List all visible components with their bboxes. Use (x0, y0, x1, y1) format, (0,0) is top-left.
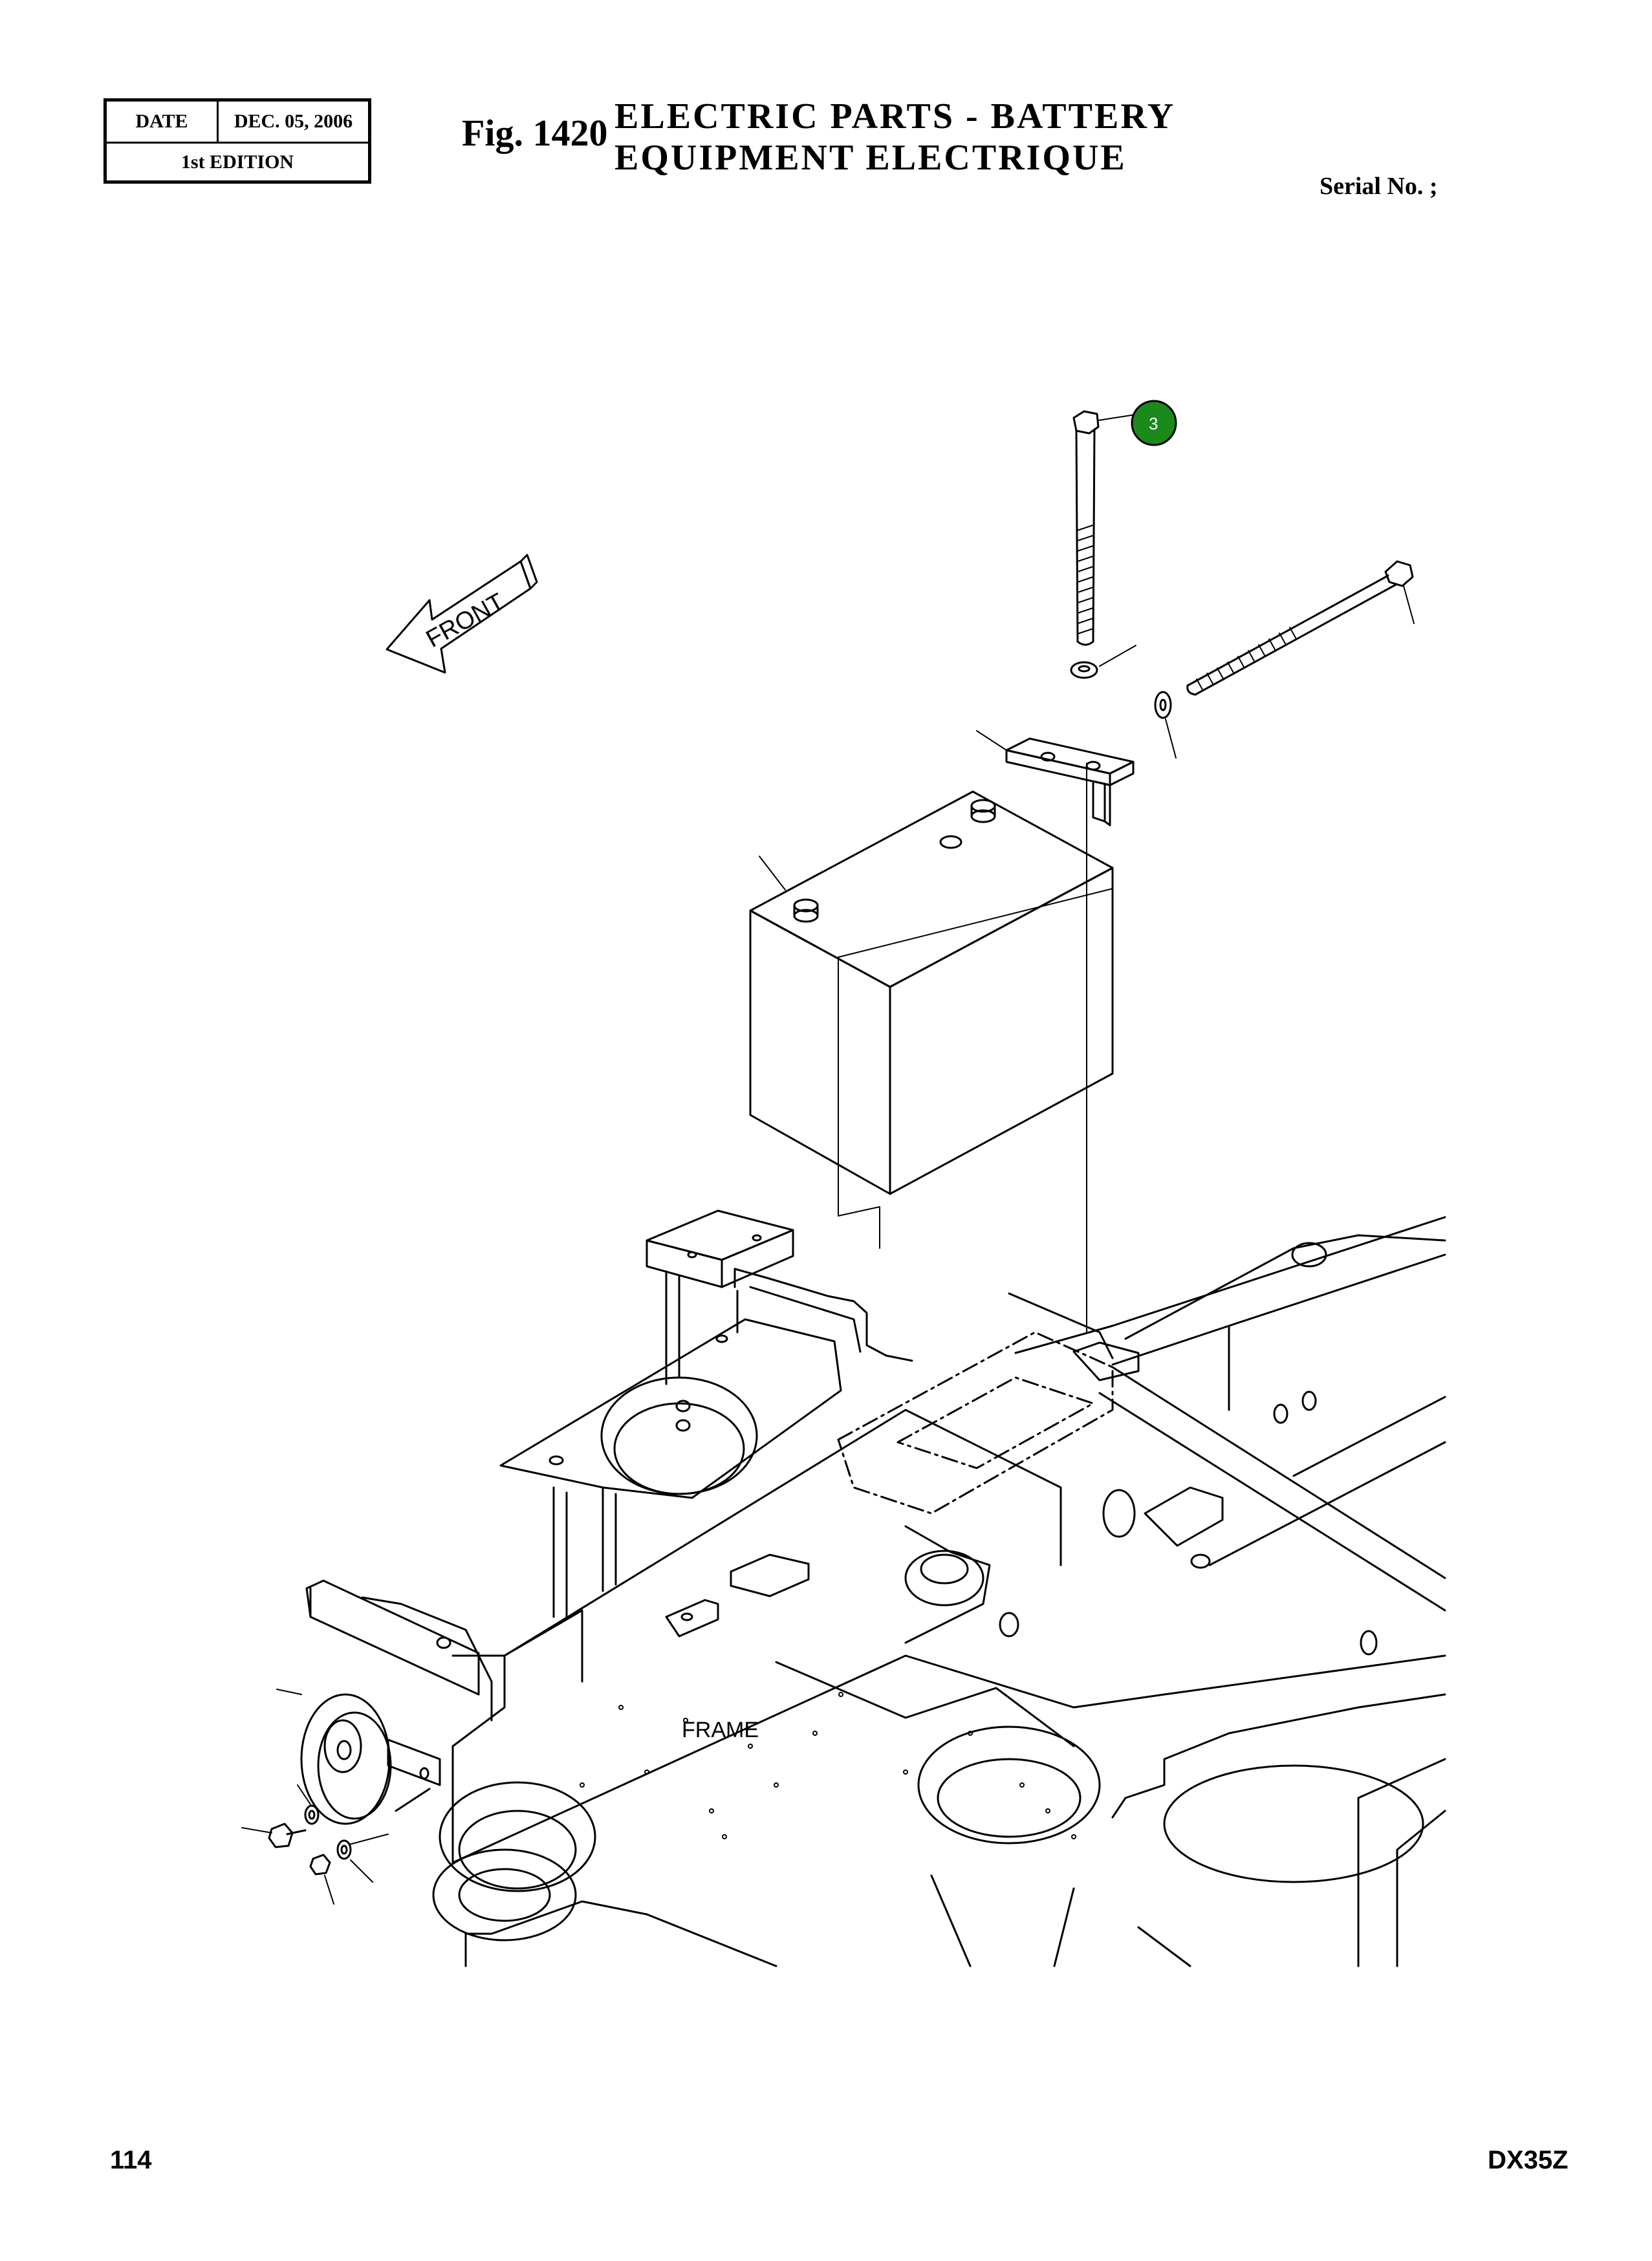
page-number: 114 (110, 2146, 152, 2174)
edition-label: 1st EDITION (180, 151, 294, 173)
front-arrow: FRONT (386, 554, 538, 674)
assembly-guide-lines (838, 763, 1113, 1333)
horn-assembly (241, 1689, 441, 1905)
frame-label: FRAME (682, 1718, 759, 1742)
figure-number: Fig. 1420 (462, 112, 608, 154)
callout-bubble: 3 (1131, 400, 1177, 446)
date-row: DATE DEC. 05, 2006 (107, 102, 368, 144)
battery (749, 790, 1114, 1195)
title-english: ELECTRIC PARTS - BATTERY (614, 96, 1176, 136)
model-name: DX35Z (1488, 2146, 1569, 2174)
title-french: EQUIPMENT ELECTRIQUE (614, 138, 1127, 178)
washer-vertical (1070, 645, 1136, 679)
vertical-bolt (1072, 410, 1149, 646)
long-bolt (1186, 560, 1415, 696)
callout-number: 3 (1149, 414, 1158, 433)
date-value: DEC. 05, 2006 (234, 111, 353, 132)
battery-bracket (976, 730, 1135, 827)
date-box: DATE DEC. 05, 2006 1st EDITION (103, 98, 371, 184)
date-label: DATE (107, 102, 219, 142)
washer-long-bolt (1154, 691, 1177, 759)
serial-number-label: Serial No. ; (1320, 173, 1438, 200)
machine-frame: FRAME (305, 1209, 1446, 1967)
